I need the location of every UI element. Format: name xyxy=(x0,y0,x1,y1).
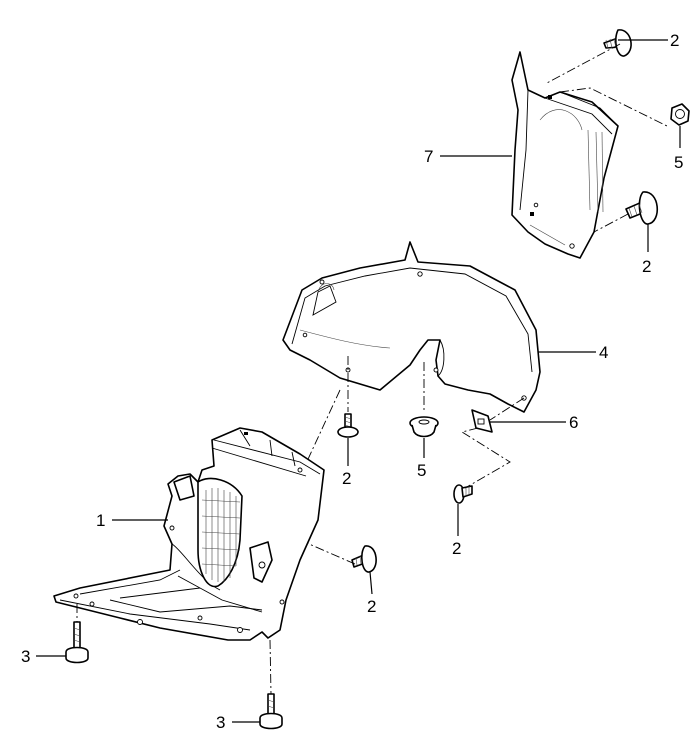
screw-3-left xyxy=(65,621,89,664)
callout-2-right: 2 xyxy=(642,257,651,276)
screw-3-bottom xyxy=(259,693,283,730)
screw-2-lower-right xyxy=(453,484,473,504)
nut-5-right xyxy=(670,103,690,126)
part-1-front-liner xyxy=(53,427,325,641)
screw-2-top xyxy=(603,29,632,57)
callout-2-lower-right: 2 xyxy=(452,539,461,558)
callout-5-mid: 5 xyxy=(417,461,426,480)
screw-2-mid xyxy=(337,413,359,438)
screw-2-right xyxy=(625,191,658,225)
callout-2-mid: 2 xyxy=(342,469,351,488)
callout-2-top: 2 xyxy=(670,31,679,50)
callout-4: 4 xyxy=(599,343,608,362)
clip-6 xyxy=(471,409,493,433)
nut-5-mid xyxy=(409,416,439,438)
callout-3-bottom: 3 xyxy=(216,713,225,732)
part-4-wheel-arch-liner xyxy=(282,241,541,413)
callout-2-center: 2 xyxy=(367,597,376,616)
screw-2-center xyxy=(351,545,377,573)
callout-7: 7 xyxy=(424,147,433,166)
callout-5-right: 5 xyxy=(674,153,683,172)
callout-3-left: 3 xyxy=(21,647,30,666)
callout-1: 1 xyxy=(96,511,105,530)
part-7-rear-liner xyxy=(511,51,619,259)
callout-6: 6 xyxy=(569,413,578,432)
